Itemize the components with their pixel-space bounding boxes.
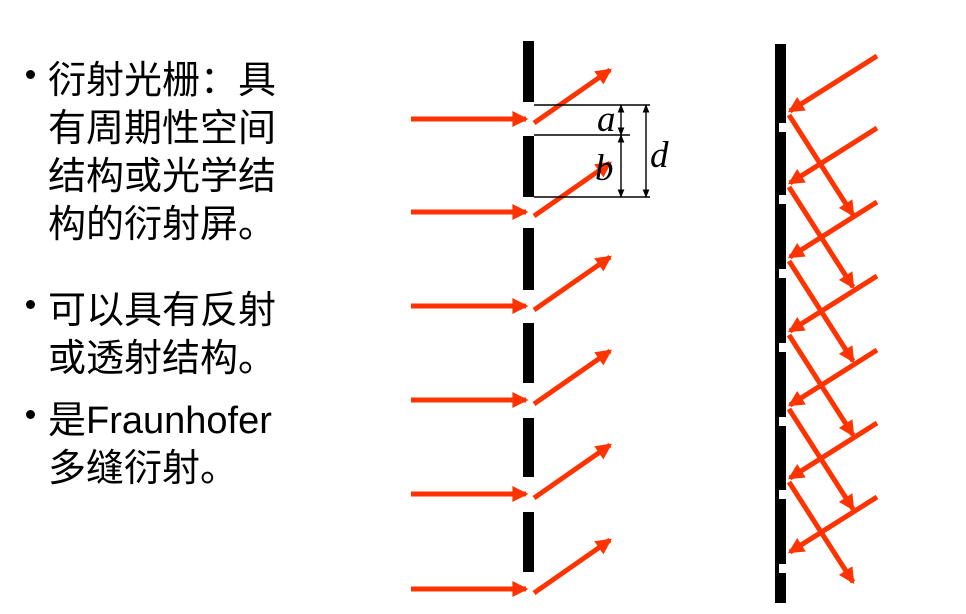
bullet-text: 衍射光栅：具 有周期性空间 结构或光学结 构的衍射屏。 [48, 57, 276, 249]
grating-groove-notch [779, 490, 787, 499]
bullet-line: 是Fraunhofer [48, 397, 272, 445]
grating-groove-notch [779, 195, 787, 204]
bullet-dot [26, 300, 35, 309]
bullet-item-fraunhofer: 是Fraunhofer 多缝衍射。 [26, 397, 272, 493]
bullet-dot [26, 70, 35, 79]
transmission-grating-bar [523, 418, 534, 477]
diffracted-ray [532, 254, 612, 313]
grating-groove-notch [779, 269, 787, 278]
bullet-line: 有周期性空间 [48, 108, 277, 150]
bullet-line: 或透射结构。 [48, 338, 277, 380]
period-label: d [650, 135, 669, 176]
transmission-grating-bar [523, 228, 534, 290]
incident-ray [787, 273, 879, 334]
incident-ray [787, 199, 879, 260]
diffracted-ray [532, 442, 612, 501]
diffracted-ray [532, 348, 612, 407]
bullet-line: 可以具有反射 [48, 290, 277, 332]
bullet-line: 多缝衍射。 [48, 448, 239, 490]
incident-ray [787, 125, 879, 186]
bullet-line-latin: Fraunhofer [86, 400, 272, 442]
bullet-text: 可以具有反射 或透射结构。 [48, 287, 276, 383]
transmission-grating-bar [523, 41, 534, 102]
bullet-line-zh: 是 [48, 400, 87, 442]
incident-ray [787, 53, 879, 114]
bullet-item-definition: 衍射光栅：具 有周期性空间 结构或光学结 构的衍射屏。 [26, 57, 276, 249]
grating-groove-notch [779, 417, 787, 426]
transmission-grating-bar [523, 136, 534, 197]
reflection-grating-bar [775, 44, 786, 603]
transmission-grating-bar [523, 323, 534, 383]
diffracted-ray [532, 537, 612, 596]
bullet-text: 是Fraunhofer 多缝衍射。 [48, 397, 272, 493]
diffracted-ray [532, 67, 612, 126]
bullet-line: 衍射光栅：具 [48, 60, 277, 102]
bullet-line: 构的衍射屏。 [48, 204, 277, 246]
slit-width-label: a [597, 99, 616, 140]
opaque-width-label: b [595, 148, 614, 189]
incident-ray [787, 347, 879, 408]
bullet-line: 结构或光学结 [48, 156, 277, 198]
transmission-grating-bar [523, 512, 534, 572]
incident-ray [787, 420, 879, 481]
incident-ray [787, 494, 879, 555]
grating-groove-notch [779, 564, 787, 573]
bullet-item-structure: 可以具有反射 或透射结构。 [26, 287, 276, 383]
grating-groove-notch [779, 343, 787, 352]
grating-groove-notch [779, 123, 787, 132]
bullet-dot [26, 410, 35, 419]
diffracted-ray [532, 160, 612, 219]
